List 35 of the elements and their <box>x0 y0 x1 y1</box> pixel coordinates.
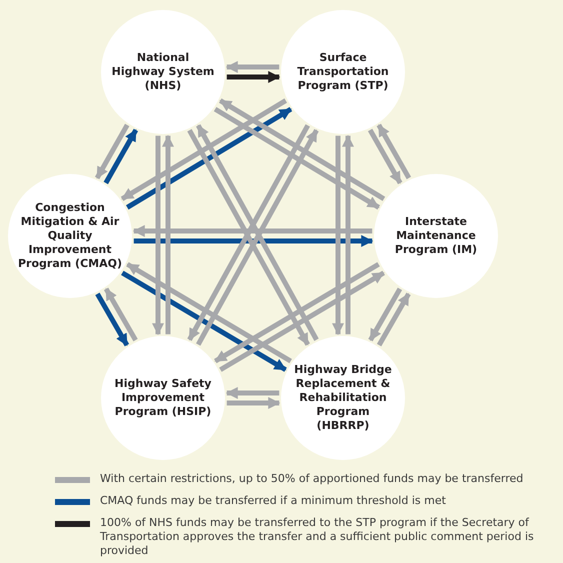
arrow <box>368 128 402 184</box>
arrow <box>226 71 280 83</box>
arrow <box>132 225 372 237</box>
arrow <box>214 262 380 364</box>
arrow <box>120 98 288 201</box>
arrow <box>376 292 411 346</box>
arrow <box>134 235 374 247</box>
arrow <box>332 136 344 336</box>
arrow <box>368 288 402 342</box>
program-name: Highway Safety Improvement Program (HSIP) <box>114 377 212 419</box>
program-name: Surface Transportation Program (STP) <box>296 51 390 93</box>
arrow <box>162 134 174 334</box>
arrow <box>126 262 292 364</box>
program-name: Interstate Maintenance Program (IM) <box>394 215 478 257</box>
arrow <box>104 288 138 342</box>
arrow <box>376 124 412 180</box>
program-name: Congestion Mitigation & Air Quality Improvement Program (CMAQ) <box>17 201 123 271</box>
legend-text: CMAQ funds may be transferred if a minimum threshold is met <box>100 494 447 508</box>
arrow <box>226 61 280 73</box>
arrow <box>218 98 386 201</box>
legend-text: With certain restrictions, up to 50% of apportioned funds may be transferred <box>100 472 524 486</box>
arrow <box>226 397 280 409</box>
arrow <box>226 387 280 399</box>
arrow <box>214 107 380 210</box>
arrow <box>94 124 130 180</box>
arrow <box>104 128 138 184</box>
arrow <box>126 107 292 210</box>
arrow <box>342 134 354 334</box>
arrow <box>219 270 385 372</box>
arrow <box>95 292 130 346</box>
arrow <box>121 270 287 372</box>
program-name: Highway Bridge Replacement & Rehabilitation Program (HBRRP) <box>293 363 393 433</box>
legend-text: 100% of NHS funds may be transferred to the STP program if the Secretary of Transportation approves the transfer and a sufficient public comment period is provided <box>100 516 535 558</box>
arrow <box>152 136 164 336</box>
program-name: National Highway System (NHS) <box>110 51 216 93</box>
